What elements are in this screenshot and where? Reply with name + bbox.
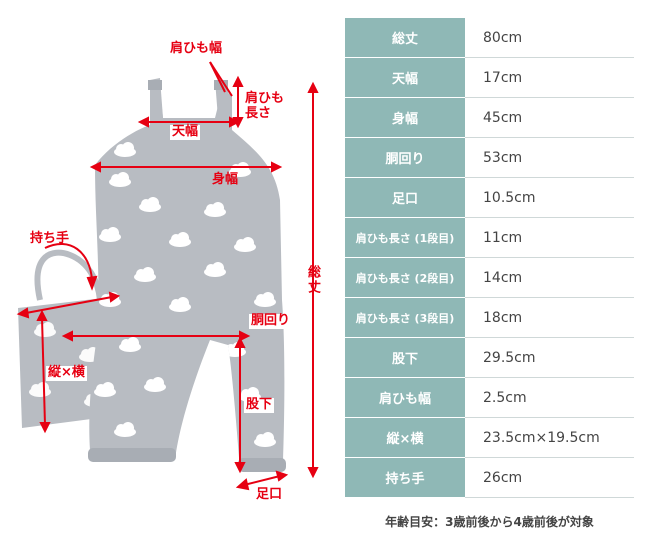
- table-row: 肩ひも長さ (2段目) 14cm: [345, 257, 634, 298]
- spec-value: 53cm: [465, 137, 634, 178]
- spec-key: 股下: [345, 337, 465, 378]
- table-row: 肩ひも長さ (3段目) 18cm: [345, 297, 634, 338]
- spec-key: 肩ひも長さ (2段目): [345, 257, 465, 298]
- spec-key: 胴回り: [345, 137, 465, 178]
- table-row: 身幅 45cm: [345, 97, 634, 138]
- label-top-width: 天幅: [170, 124, 201, 140]
- label-hem: 足口: [256, 487, 283, 502]
- label-strap-length: 肩ひも 長さ: [245, 91, 285, 121]
- spec-value: 45cm: [465, 97, 634, 138]
- spec-key: 肩ひも長さ (3段目): [345, 297, 465, 338]
- table-row: 肩ひも長さ (1段目) 11cm: [345, 217, 634, 258]
- garment-diagram: 肩ひも幅 肩ひも 長さ 天幅 身幅 持ち手 胴回り 縦×横 総丈 股下 足口: [16, 41, 320, 502]
- table-row: 肩ひも幅 2.5cm: [345, 377, 634, 418]
- spec-value: 18cm: [465, 297, 634, 338]
- table-row: 天幅 17cm: [345, 57, 634, 98]
- spec-value: 11cm: [465, 217, 634, 258]
- spec-value: 26cm: [465, 457, 634, 498]
- spec-key: 持ち手: [345, 457, 465, 498]
- table-row: 縦×横 23.5cm×19.5cm: [345, 417, 634, 458]
- label-body-width: 身幅: [212, 172, 239, 187]
- table-row: 持ち手 26cm: [345, 457, 634, 498]
- spec-value: 2.5cm: [465, 377, 634, 418]
- spec-key: 肩ひも長さ (1段目): [345, 217, 465, 258]
- spec-key: 総丈: [345, 18, 465, 58]
- spec-key: 天幅: [345, 57, 465, 98]
- spec-key: 縦×横: [345, 417, 465, 458]
- spec-value: 23.5cm×19.5cm: [465, 417, 634, 458]
- spec-value: 14cm: [465, 257, 634, 298]
- label-waist: 胴回り: [249, 313, 293, 329]
- size-spec-table: 総丈 80cm 天幅 17cm 身幅 45cm 胴回り 53cm 足口 10.5…: [345, 18, 634, 498]
- age-guideline-note: 年齢目安：3歳前後から4歳前後が対象: [385, 515, 594, 529]
- spec-value: 80cm: [465, 18, 634, 58]
- spec-value: 17cm: [465, 57, 634, 98]
- label-bag-size: 縦×横: [46, 365, 87, 381]
- label-handle: 持ち手: [30, 231, 70, 246]
- table-row: 総丈 80cm: [345, 18, 634, 58]
- spec-key: 肩ひも幅: [345, 377, 465, 418]
- label-strap-width: 肩ひも幅: [170, 41, 223, 56]
- spec-key: 足口: [345, 177, 465, 218]
- spec-value: 29.5cm: [465, 337, 634, 378]
- spec-key: 身幅: [345, 97, 465, 138]
- overall-body: [88, 90, 286, 472]
- label-total-length: 総丈: [304, 265, 320, 295]
- garment-illustration: [16, 61, 319, 491]
- measurement-arrows: [16, 61, 319, 491]
- table-row: 股下 29.5cm: [345, 337, 634, 378]
- table-row: 足口 10.5cm: [345, 177, 634, 218]
- table-row: 胴回り 53cm: [345, 137, 634, 178]
- spec-value: 10.5cm: [465, 177, 634, 218]
- label-inseam: 股下: [244, 397, 275, 413]
